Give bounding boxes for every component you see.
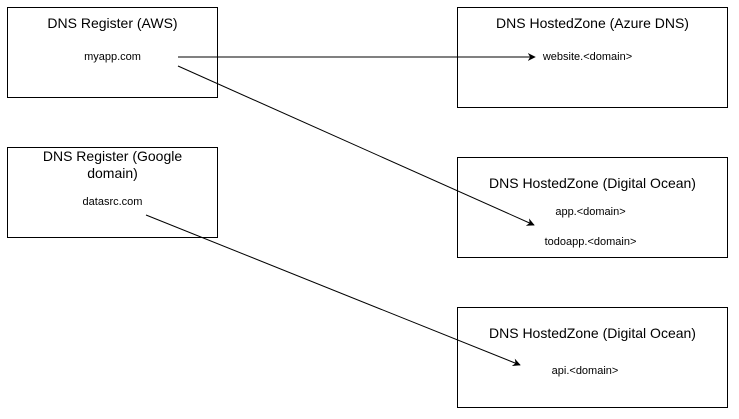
hosted-zone-azure-title: DNS HostedZone (Azure DNS) [496,15,689,31]
hosted-zone-record-todoapp: todoapp.<domain> [544,236,637,248]
hosted-zone-digital-ocean-box-2: DNS HostedZone (Digital Ocean) api.<doma… [457,307,728,408]
dns-register-aws-domain: myapp.com [84,51,141,63]
hosted-zone-azure-record-website: website.<domain> [542,51,633,63]
hosted-zone-digital-ocean-box-1: DNS HostedZone (Digital Ocean) app.<doma… [457,157,728,258]
hosted-zone-digital-ocean-title-1: DNS HostedZone (Digital Ocean) [489,175,696,191]
hosted-zone-record-app: app.<domain> [555,206,626,218]
hosted-zone-record-api: api.<domain> [551,365,619,377]
hosted-zone-digital-ocean-title-2: DNS HostedZone (Digital Ocean) [489,325,696,341]
dns-register-google-title: DNS Register (Google domain) [42,148,183,181]
hosted-zone-azure-box: DNS HostedZone (Azure DNS) website.<doma… [457,7,728,108]
dns-register-google-box: DNS Register (Google domain) datasrc.com [7,147,218,238]
dns-register-aws-title: DNS Register (AWS) [47,15,178,31]
dns-register-google-domain: datasrc.com [82,196,143,208]
dns-register-aws-box: DNS Register (AWS) myapp.com [7,7,218,98]
